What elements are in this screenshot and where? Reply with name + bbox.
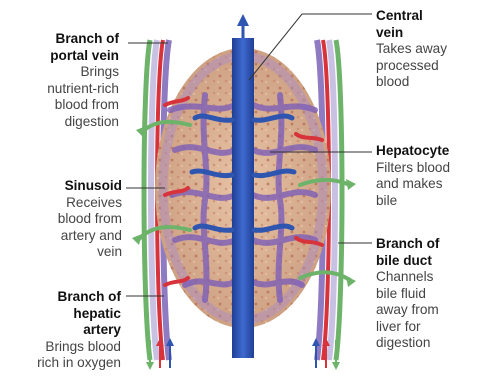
hepatocyte-desc-1: Filters blood (376, 160, 484, 177)
bile-duct-title-2: bile duct (376, 253, 484, 270)
hepatic-artery-title-2: hepatic (0, 306, 121, 323)
hepatic-artery-label: Branch of hepatic artery Brings blood ri… (0, 289, 121, 372)
bile-duct-desc-3: away from (376, 302, 484, 319)
portal-vein-title-1: Branch of (0, 31, 119, 48)
sinusoid-desc-1: Receives (0, 195, 122, 212)
left-flow-arrows (146, 338, 174, 370)
central-vein-title-2: vein (376, 25, 482, 42)
central-vein-desc-1: Takes away (376, 41, 482, 58)
sinusoid-title: Sinusoid (0, 178, 122, 195)
central-vein-label: Central vein Takes away processed blood (376, 8, 482, 91)
sinusoid-desc-3: artery and (0, 228, 122, 245)
bile-duct-label: Branch of bile duct Channels bile fluid … (376, 236, 484, 352)
right-flow-arrows (312, 338, 340, 370)
central-vein-desc-2: processed (376, 58, 482, 75)
hepatic-artery-desc-1: Brings blood (0, 339, 121, 356)
portal-vein-desc-4: digestion (0, 114, 119, 131)
hepatocyte-desc-2: and makes (376, 176, 484, 193)
portal-vein-label: Branch of portal vein Brings nutrient-ri… (0, 31, 119, 130)
hepatocyte-label: Hepatocyte Filters blood and makes bile (376, 143, 484, 209)
bile-duct-desc-4: liver for (376, 319, 484, 336)
bile-duct-desc-2: bile fluid (376, 286, 484, 303)
hepatocyte-desc-3: bile (376, 193, 484, 210)
sinusoid-desc-4: vein (0, 244, 122, 261)
hepatic-artery-desc-2: rich in oxygen (0, 355, 121, 372)
bile-duct-desc-1: Channels (376, 269, 484, 286)
central-vein-title-1: Central (376, 8, 482, 25)
sinusoid-label: Sinusoid Receives blood from artery and … (0, 178, 122, 261)
portal-vein-desc-2: nutrient-rich (0, 81, 119, 98)
portal-vein-title-2: portal vein (0, 48, 119, 65)
portal-vein-desc-1: Brings (0, 64, 119, 81)
portal-vein-desc-3: blood from (0, 97, 119, 114)
bile-duct-desc-5: digestion (376, 335, 484, 352)
central-vein-desc-3: blood (376, 74, 482, 91)
hepatic-artery-title-3: artery (0, 322, 121, 339)
central-vein (232, 38, 254, 358)
hepatic-artery-title-1: Branch of (0, 289, 121, 306)
hepatocyte-title: Hepatocyte (376, 143, 484, 160)
bile-duct-title-1: Branch of (376, 236, 484, 253)
sinusoid-desc-2: blood from (0, 211, 122, 228)
